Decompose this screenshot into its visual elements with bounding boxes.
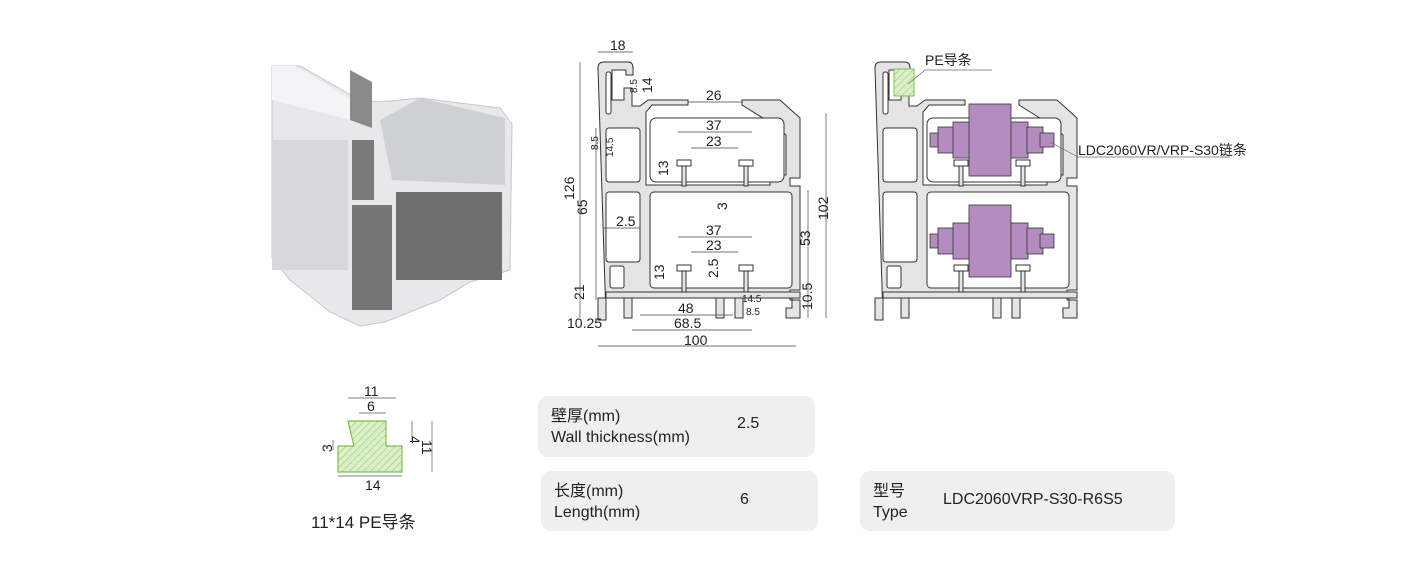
svg-text:8.5: 8.5 [629,79,640,93]
svg-text:10.5: 10.5 [799,283,815,310]
wall-thickness-card: 壁厚(mm) Wall thickness(mm) 2.5 [538,396,815,457]
svg-text:23: 23 [706,133,722,149]
svg-text:2.5: 2.5 [616,213,636,229]
svg-text:LDC2060VR/VRP-S30链条: LDC2060VR/VRP-S30链条 [1078,142,1247,158]
pe-strip-drawing: 11 6 4 3 11 14 [319,383,435,493]
length-value: 6 [740,491,749,508]
svg-text:18: 18 [610,37,626,53]
svg-text:10.25: 10.25 [567,315,602,331]
assembly-drawing: PE导条 LDC2060VR/VRP-S30链条 [874,52,1247,321]
type-label-en: Type [873,504,908,521]
wall-thickness-label-en: Wall thickness(mm) [551,429,690,446]
svg-text:48: 48 [678,300,694,316]
svg-text:11: 11 [419,440,435,455]
svg-text:37: 37 [706,117,722,133]
svg-text:8.5: 8.5 [590,136,601,150]
svg-text:13: 13 [651,264,667,280]
type-value: LDC2060VRP-S30-R6S5 [943,491,1123,508]
svg-text:8.5: 8.5 [746,307,760,318]
wall-thickness-value: 2.5 [737,415,760,432]
pe-guide-strip [893,68,915,97]
svg-text:4: 4 [407,436,423,444]
svg-text:68.5: 68.5 [674,315,701,331]
svg-text:6: 6 [367,398,375,414]
type-card: 型号 Type LDC2060VRP-S30-R6S5 [860,471,1175,531]
svg-text:11: 11 [364,383,379,399]
wall-thickness-label-cn: 壁厚(mm) [551,408,621,425]
type-label-cn: 型号 [873,483,906,500]
svg-text:37: 37 [706,222,722,238]
length-card: 长度(mm) Length(mm) 6 [541,471,818,531]
svg-text:14: 14 [365,477,381,493]
svg-text:14: 14 [639,77,655,93]
pe-strip-caption: 11*14 PE导条 [311,513,416,532]
svg-text:13: 13 [655,160,671,176]
profile-dimension-drawing: 18 8.5 14 26 37 23 8.5 14.5 13 3 126 65 … [561,37,831,348]
svg-text:3: 3 [714,202,730,210]
svg-text:100: 100 [684,332,708,348]
chain-roller-lower [929,204,1055,278]
svg-text:14.5: 14.5 [742,294,762,305]
svg-text:14.5: 14.5 [605,137,616,157]
chain-roller-upper [929,103,1055,177]
profile-3d-render [271,65,513,327]
svg-text:53: 53 [797,230,813,246]
svg-text:23: 23 [706,237,722,253]
svg-text:26: 26 [706,87,722,103]
svg-text:2.5: 2.5 [705,258,721,278]
svg-text:21: 21 [571,284,587,300]
svg-text:102: 102 [815,196,831,220]
svg-text:PE导条: PE导条 [925,52,972,68]
svg-text:126: 126 [561,176,577,200]
length-label-en: Length(mm) [554,504,641,521]
svg-text:3: 3 [319,444,335,452]
svg-text:65: 65 [574,199,590,215]
length-label-cn: 长度(mm) [554,483,624,500]
